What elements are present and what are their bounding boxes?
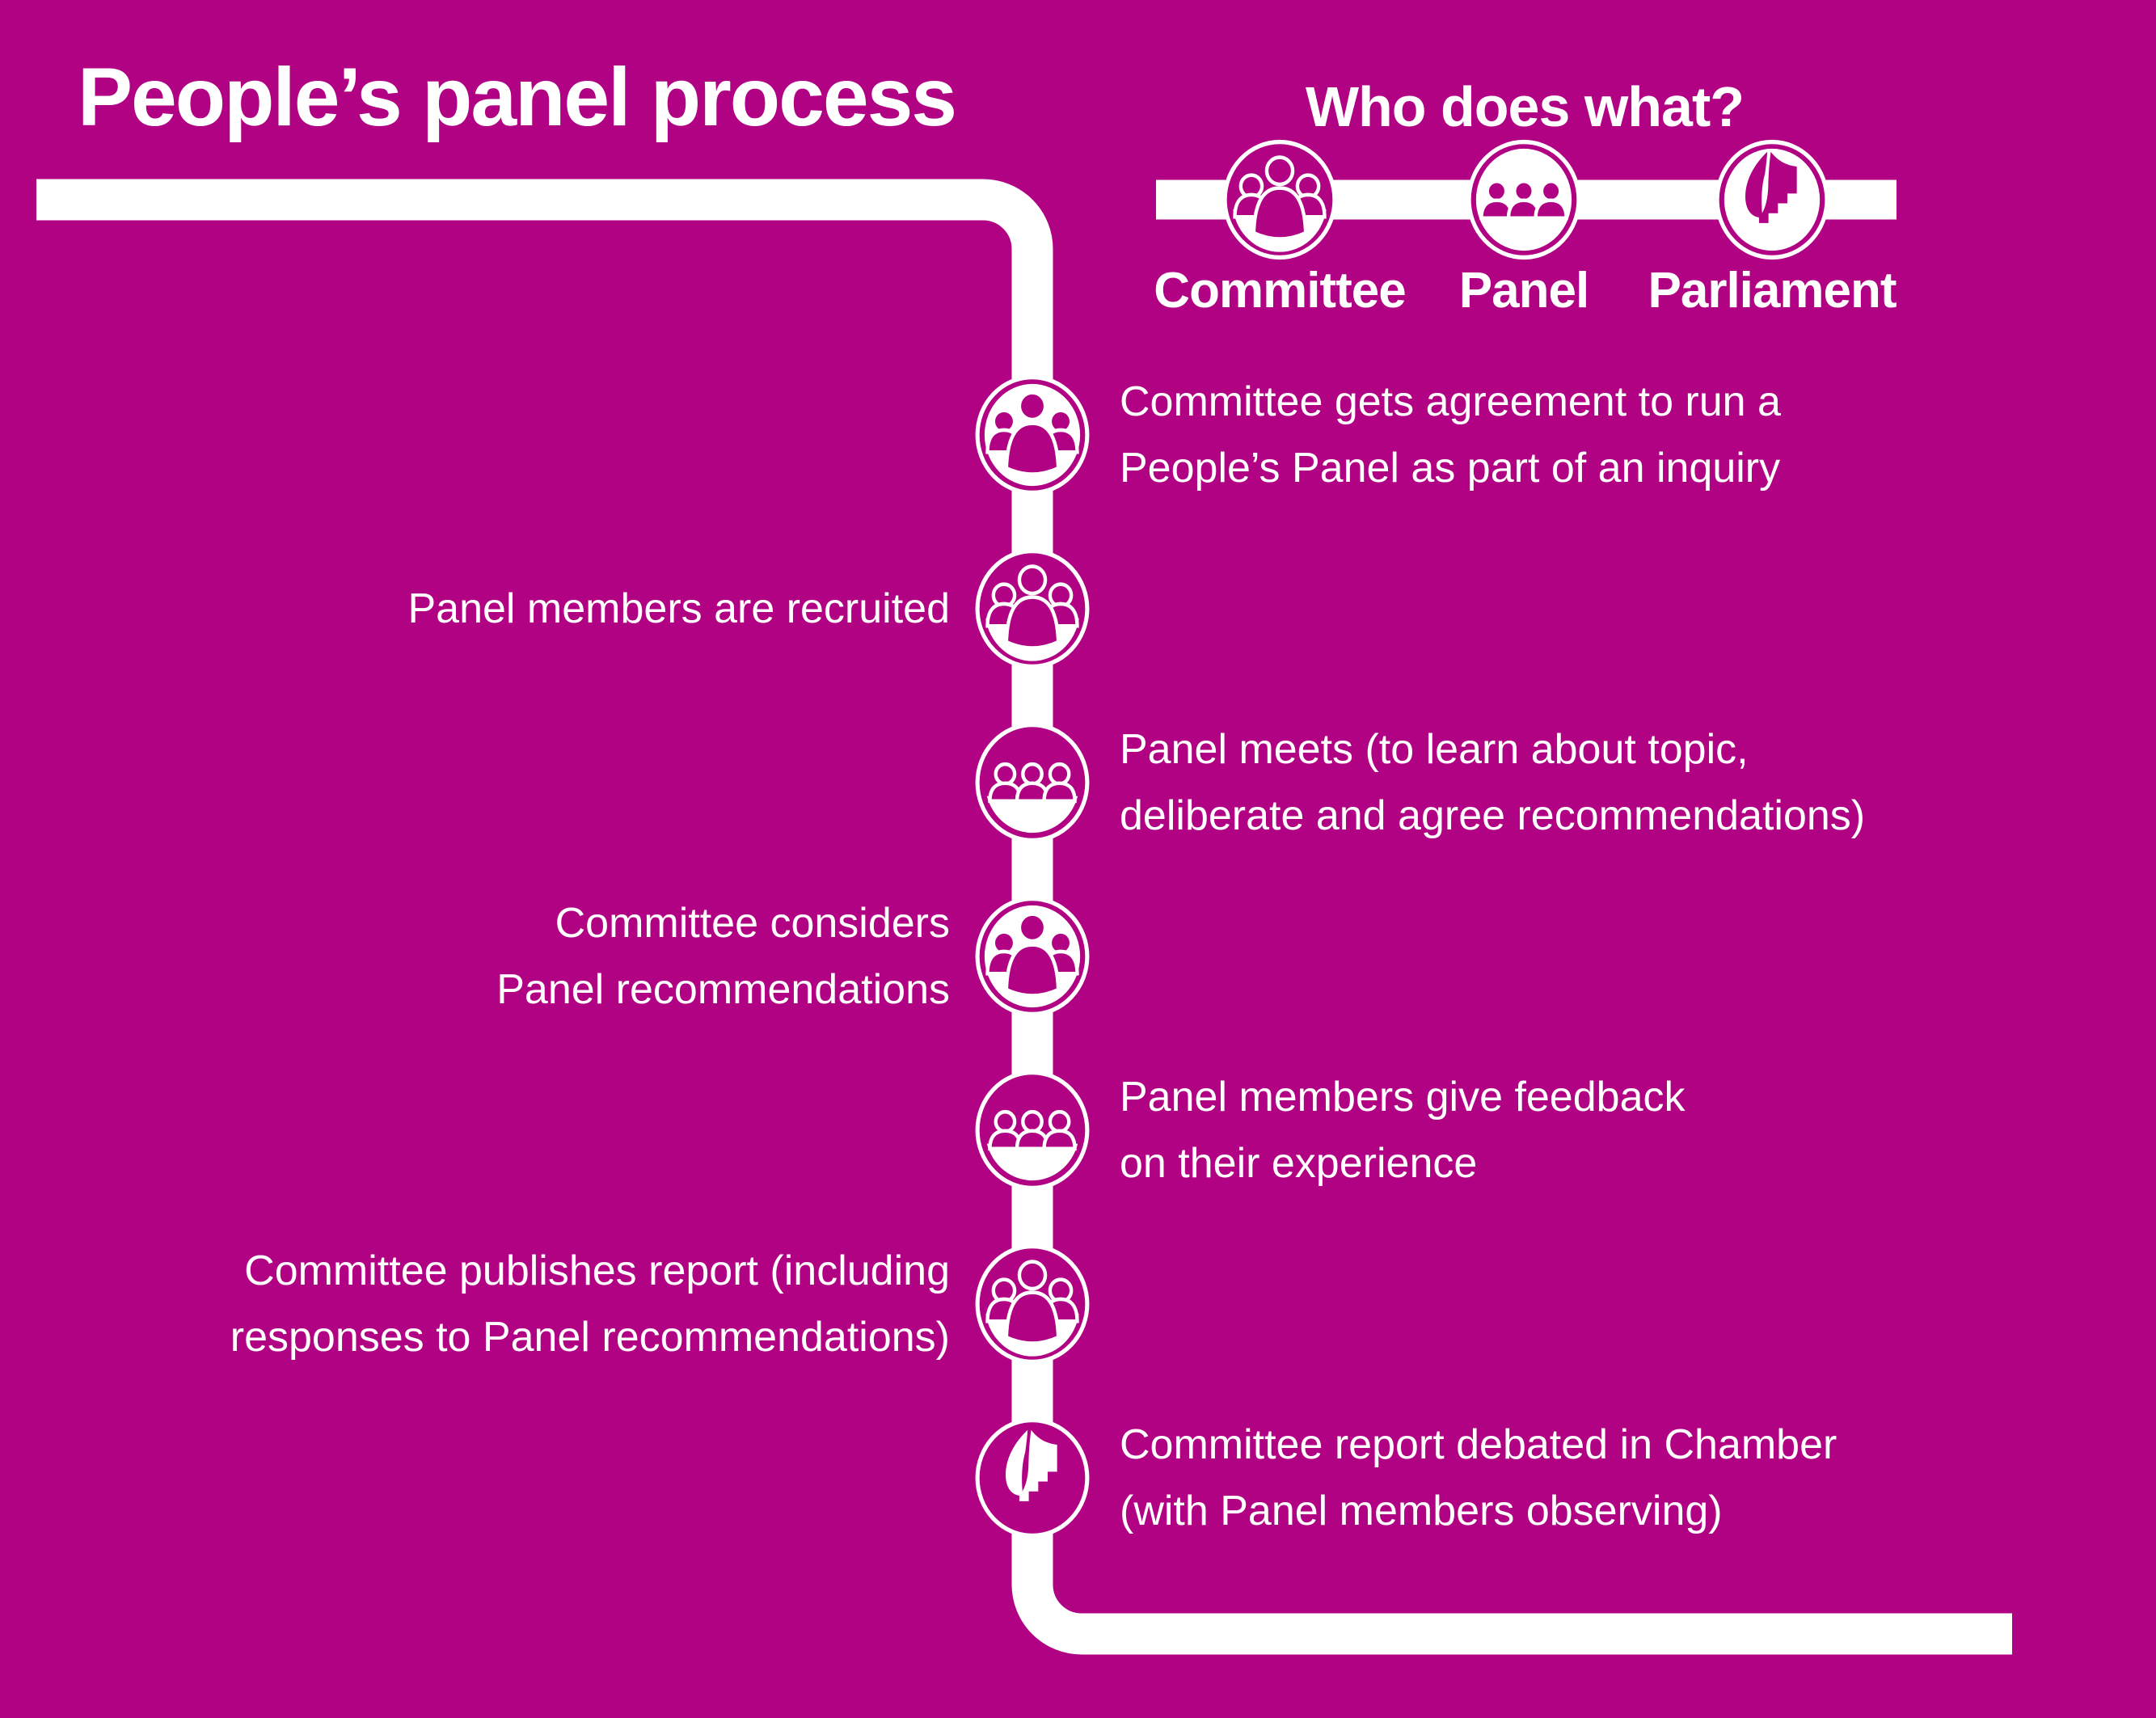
step-text: Committee publishes report (including re… bbox=[230, 1238, 950, 1370]
step-line: Committee considers bbox=[555, 900, 950, 947]
panel-icon bbox=[973, 721, 1091, 844]
panel-icon bbox=[1465, 138, 1583, 261]
step-text: Panel meets (to learn about topic, delib… bbox=[1120, 716, 1865, 849]
panel-icon bbox=[973, 1069, 1091, 1192]
committee-icon bbox=[973, 895, 1091, 1018]
legend-label-panel: Panel bbox=[1458, 263, 1589, 319]
committee-icon bbox=[973, 374, 1091, 496]
step-line: Panel members give feedback bbox=[1120, 1074, 1686, 1121]
step-text: Panel members are recruited bbox=[407, 576, 950, 642]
committee-icon bbox=[1221, 138, 1339, 261]
step-line: Committee report debated in Chamber bbox=[1120, 1421, 1837, 1468]
step-line: deliberate and agree recommendations) bbox=[1120, 792, 1866, 839]
step-line: (with Panel members observing) bbox=[1120, 1488, 1723, 1534]
committee-icon bbox=[973, 547, 1091, 670]
page-title: People’s panel process bbox=[78, 51, 957, 143]
legend-label-parliament: Parliament bbox=[1648, 263, 1897, 319]
step-text: Committee considers Panel recommendation… bbox=[496, 890, 950, 1023]
step-text: Panel members give feedback on their exp… bbox=[1120, 1064, 1686, 1197]
step-text: Committee gets agreement to run a People… bbox=[1120, 369, 1781, 501]
legend-heading: Who does what? bbox=[1305, 75, 1745, 138]
step-line: Panel members are recruited bbox=[407, 585, 950, 632]
step-line: Committee gets agreement to run a bbox=[1120, 378, 1781, 425]
parliament-icon bbox=[973, 1416, 1091, 1539]
committee-icon bbox=[973, 1243, 1091, 1366]
step-text: Committee report debated in Chamber (wit… bbox=[1120, 1412, 1837, 1544]
step-line: responses to Panel recommendations) bbox=[230, 1314, 950, 1361]
step-line: Committee publishes report (including bbox=[244, 1247, 950, 1294]
step-line: People’s Panel as part of an inquiry bbox=[1120, 445, 1781, 492]
legend-label-committee: Committee bbox=[1154, 263, 1406, 319]
parliament-icon bbox=[1713, 138, 1831, 261]
step-line: on their experience bbox=[1120, 1140, 1478, 1187]
step-line: Panel meets (to learn about topic, bbox=[1120, 726, 1749, 773]
step-line: Panel recommendations bbox=[496, 966, 950, 1013]
